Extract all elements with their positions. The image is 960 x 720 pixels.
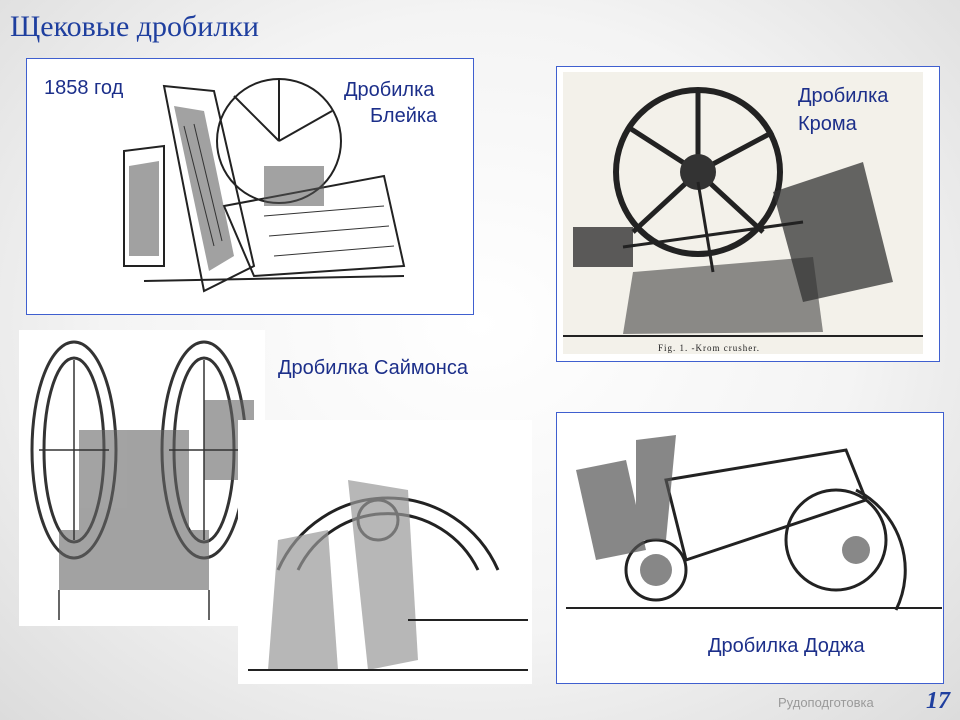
krom-name-line1: Дробилка (798, 85, 889, 107)
simons-engraving-image (19, 330, 265, 626)
simons-label: Дробилка Саймонса (278, 357, 468, 379)
blake-name-line1: Дробилка (344, 79, 435, 101)
dodge-label: Дробилка Доджа (708, 635, 865, 657)
blake-crusher-image (104, 66, 410, 302)
simons-section-image (238, 420, 532, 684)
krom-crusher-image: Fig. 1. -Krom crusher. (563, 72, 923, 354)
krom-caption: Fig. 1. -Krom crusher. (658, 343, 760, 353)
blake-year-label: 1858 год (44, 77, 124, 99)
page-number: 17 (926, 688, 950, 714)
dodge-crusher-image (566, 420, 942, 620)
krom-name-line2: Крома (798, 113, 857, 135)
footer-course-name: Рудоподготовка (778, 695, 874, 710)
blake-name-line2: Блейка (370, 105, 438, 127)
slide-title: Щековые дробилки (10, 10, 259, 43)
